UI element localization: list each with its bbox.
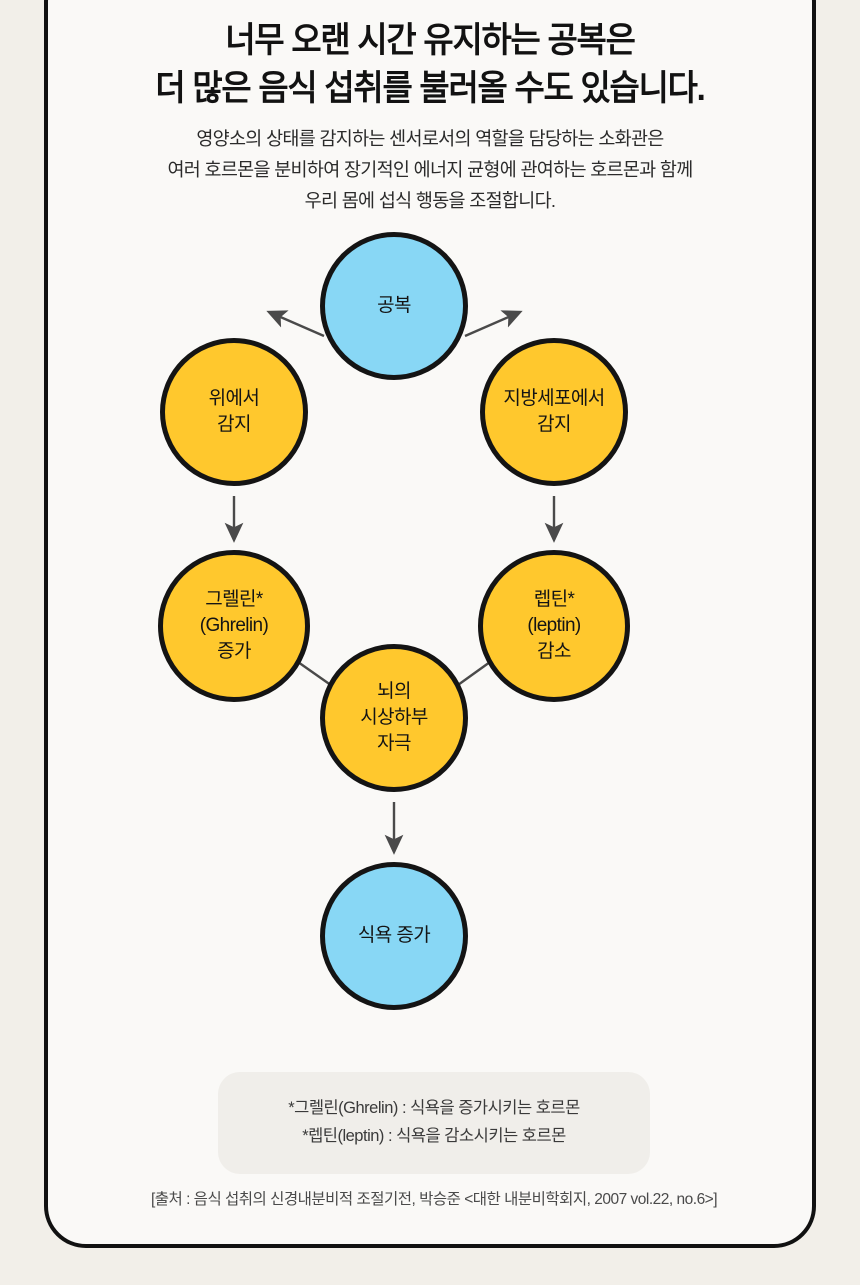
- node-stomach-detection[interactable]: 위에서 감지: [160, 338, 308, 486]
- fasting-appetite-flowchart: 공복 위에서 감지 지방세포에서 감지 그렐린* (Ghrelin) 증가 렙틴…: [48, 232, 812, 1062]
- arrow-gongbok-to-stomach: [266, 310, 325, 338]
- flowchart-arrows: [224, 310, 564, 855]
- node-fatcell-detection[interactable]: 지방세포에서 감지: [480, 338, 628, 486]
- arrow-gongbok-to-fatcell: [464, 310, 523, 338]
- subtitle-line-2: 여러 호르몬을 분비하여 장기적인 에너지 균형에 관여하는 호르몬과 함께: [167, 158, 693, 180]
- headline-line-1: 너무 오랜 시간 유지하는 공복은: [225, 21, 636, 61]
- subtitle-line-1: 영양소의 상태를 감지하는 센서로서의 역할을 담당하는 소화관은: [196, 127, 664, 149]
- node-hypothalamus-stimulation[interactable]: 뇌의 시상하부 자극: [320, 644, 468, 792]
- node-gongbok[interactable]: 공복: [320, 232, 468, 380]
- node-leptin-decrease[interactable]: 렙틴* (leptin) 감소: [478, 550, 630, 702]
- footnote-ghrelin: *그렐린(Ghrelin) : 식욕을 증가시키는 호르몬: [288, 1099, 580, 1117]
- headline-line-2: 더 많은 음식 섭취를 불러올 수도 있습니다.: [155, 69, 705, 109]
- node-appetite-increase[interactable]: 식욕 증가: [320, 862, 468, 1010]
- infographic-card: 너무 오랜 시간 유지하는 공복은 더 많은 음식 섭취를 불러올 수도 있습니…: [44, 0, 816, 1248]
- node-ghrelin-increase[interactable]: 그렐린* (Ghrelin) 증가: [158, 550, 310, 702]
- footnote-leptin: *렙틴(leptin) : 식욕을 감소시키는 호르몬: [302, 1127, 566, 1145]
- hormone-glossary-box: *그렐린(Ghrelin) : 식욕을 증가시키는 호르몬 *렙틴(leptin…: [218, 1072, 650, 1174]
- subtitle-line-3: 우리 몸에 섭식 행동을 조절합니다.: [304, 189, 556, 211]
- source-citation: [출처 : 음식 섭취의 신경내분비적 조절기전, 박승준 <대한 내분비학회지…: [150, 1191, 718, 1208]
- subtitle-paragraph: 영양소의 상태를 감지하는 센서로서의 역할을 담당하는 소화관은 여러 호르몬…: [48, 123, 812, 216]
- page-title: 너무 오랜 시간 유지하는 공복은 더 많은 음식 섭취를 불러올 수도 있습니…: [71, 17, 789, 113]
